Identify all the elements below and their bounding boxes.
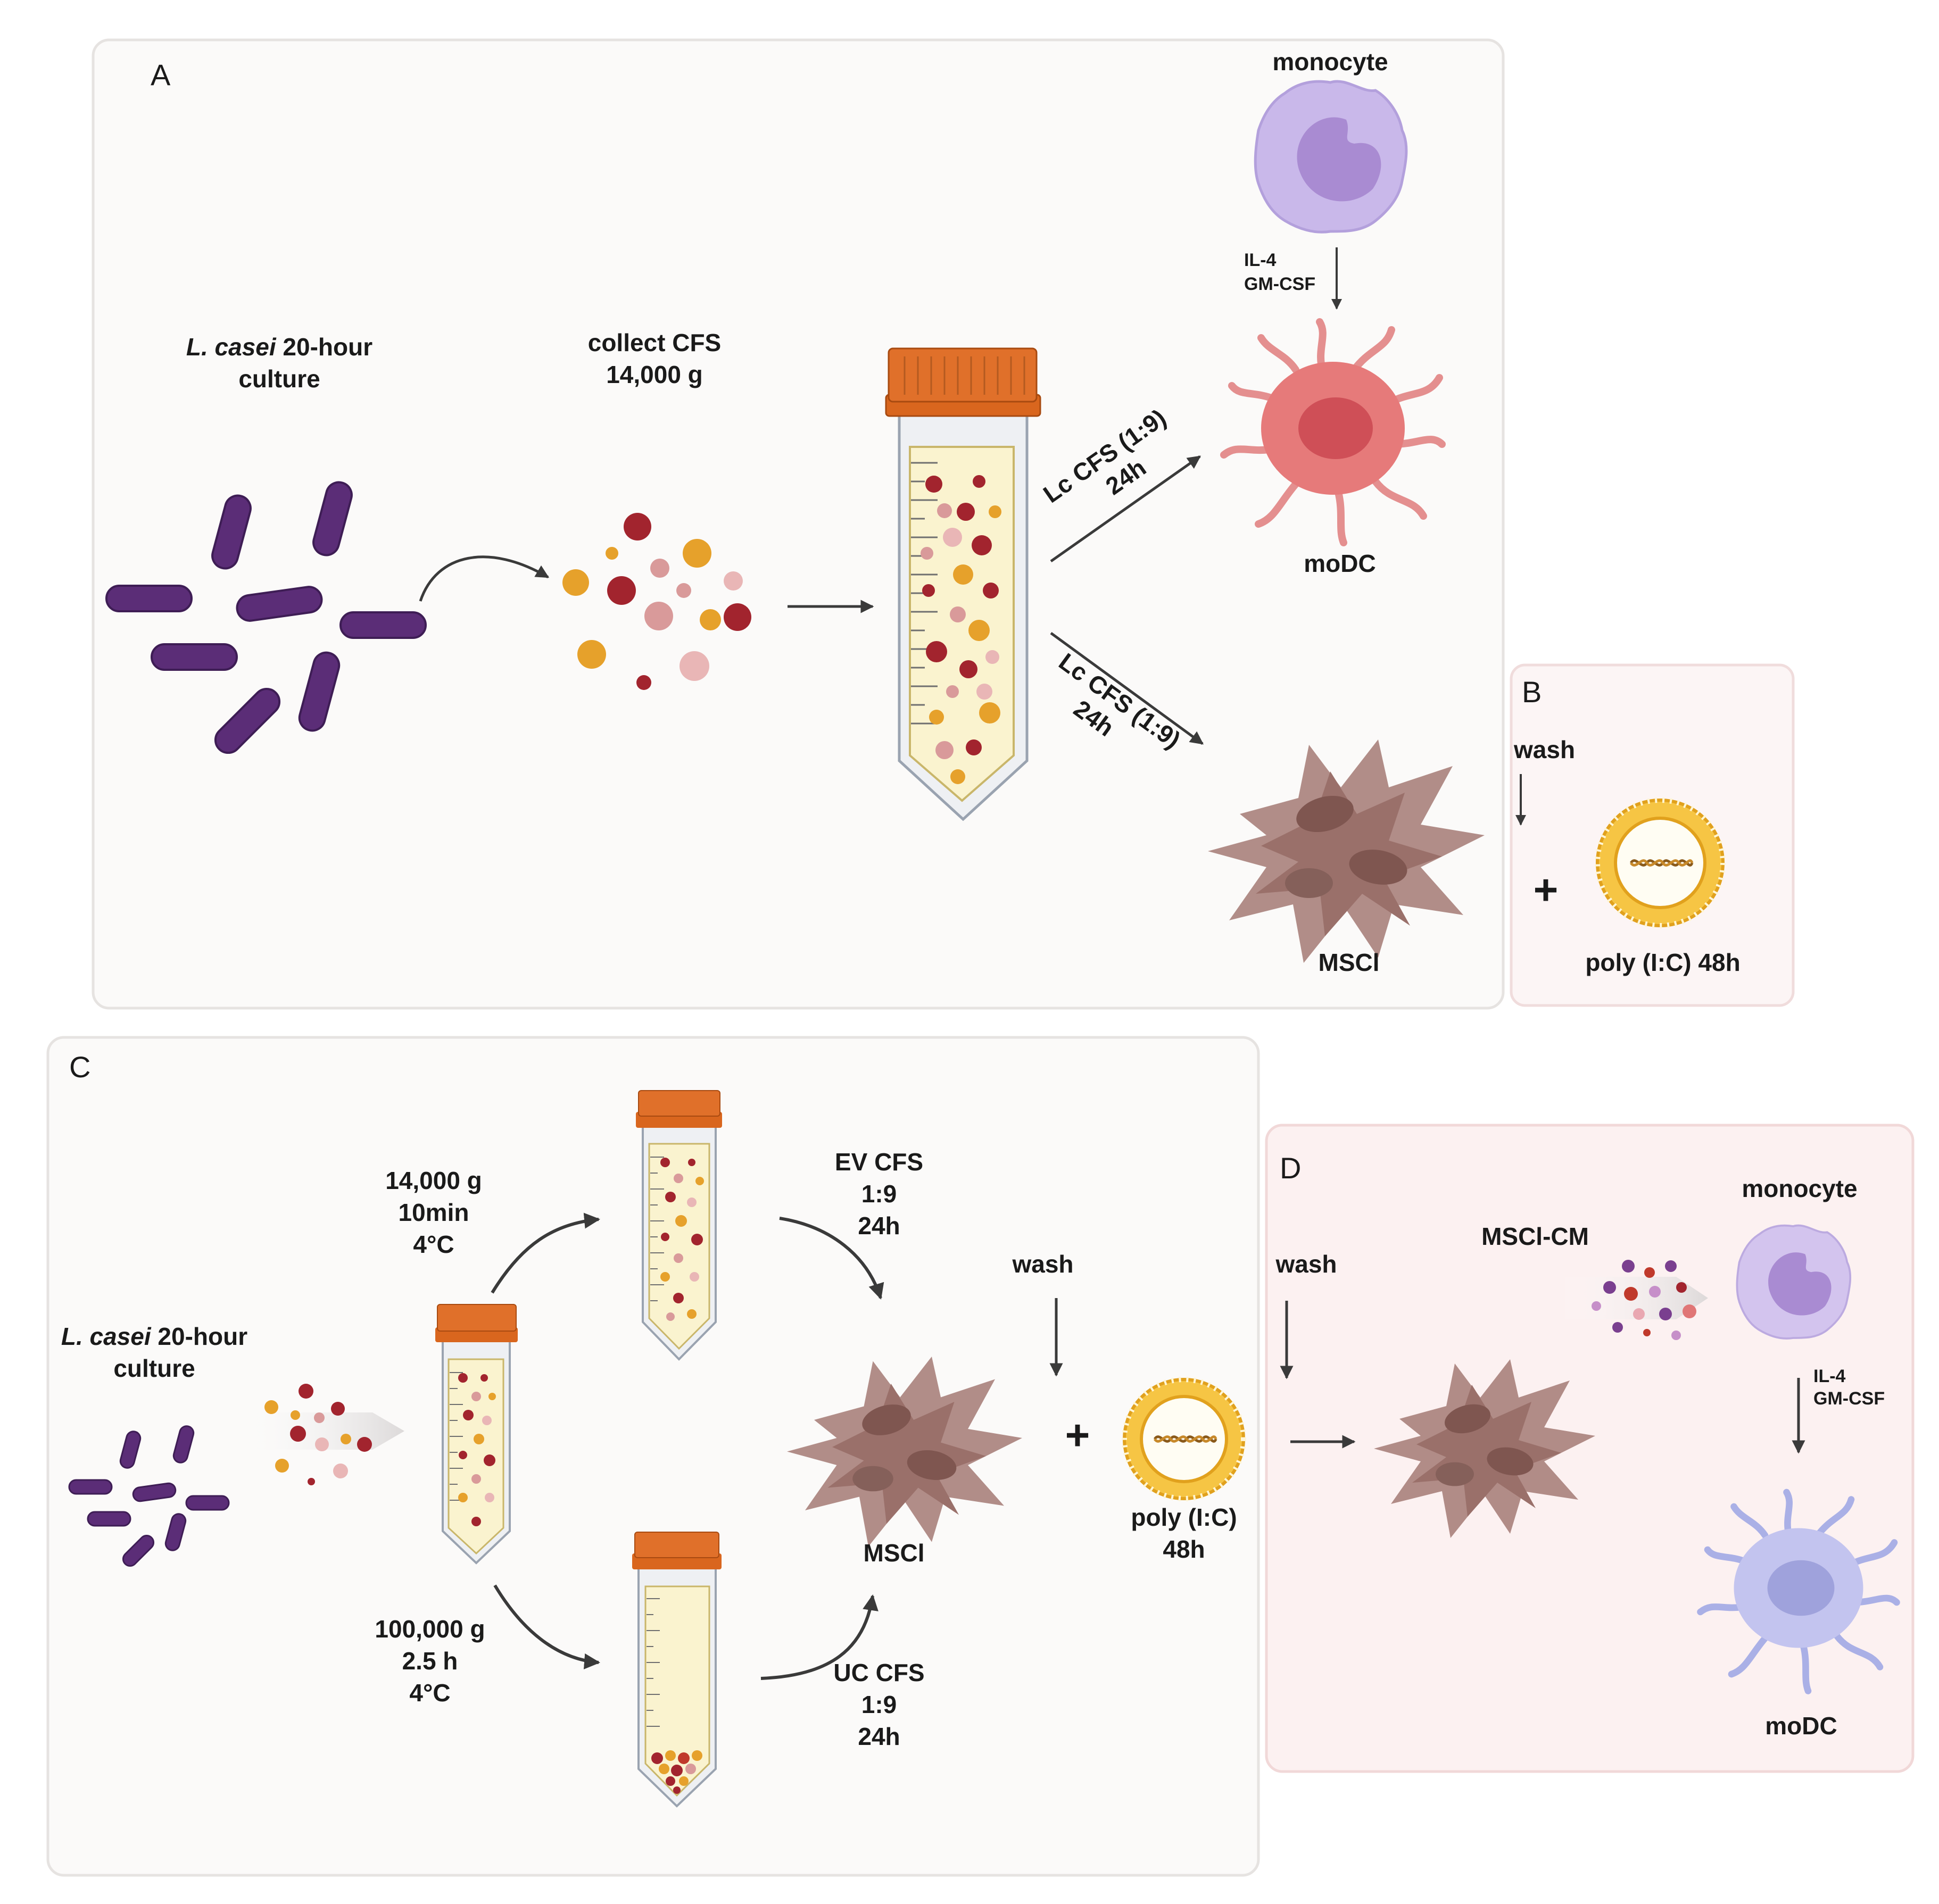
curved-arrow-icon (419, 555, 550, 602)
monocyte-icon-a (1254, 80, 1408, 234)
wash-label-b: wash (1513, 736, 1575, 763)
modc-icon-d (1697, 1489, 1900, 1694)
mscl-label-a: MSCl (1319, 949, 1380, 976)
bottom-spin-speed: 100,000 g (375, 1615, 485, 1643)
panel-d-frame (1265, 1124, 1915, 1773)
plus-sign-c: + (1065, 1411, 1090, 1459)
panel-c-frame (46, 1036, 1260, 1877)
monocyte-label-a: monocyte (1272, 48, 1388, 76)
wash-label-d: wash (1275, 1250, 1337, 1278)
centrifuge-tube-icon (885, 347, 1041, 821)
mscl-cm-label: MSCl-CM (1481, 1223, 1589, 1250)
modc-label-d: moDC (1765, 1712, 1837, 1740)
panel-c-letter: C (69, 1050, 90, 1084)
uc-cfs-time: 24h (858, 1723, 900, 1750)
bacteria-icon (105, 481, 427, 754)
uc-tube-icon (632, 1532, 722, 1808)
liposome-icon-b (1595, 797, 1726, 928)
panel-a-culture-label-2: culture (238, 365, 320, 393)
cytokine-il4-a: IL-4 (1244, 250, 1277, 270)
ev-cfs-time: 24h (858, 1212, 900, 1240)
cfs-beads-icon-c (264, 1384, 372, 1485)
arrow-to-uc-tube-icon (493, 1584, 600, 1669)
polyic-label-b: poly (I:C) 48h (1585, 949, 1740, 976)
collect-cfs-label: collect CFS (588, 329, 722, 356)
liposome-icon-c (1122, 1377, 1246, 1501)
panel-c-culture-label: L. casei 20-hour (61, 1323, 247, 1350)
top-spin-temp: 4°C (413, 1230, 454, 1258)
polyic-time-c: 48h (1163, 1535, 1205, 1563)
panel-b-letter: B (1522, 675, 1542, 709)
top-spin-speed: 14,000 g (385, 1167, 482, 1194)
mscl-icon-d (1374, 1359, 1595, 1538)
panel-c-culture-label-2: culture (113, 1354, 195, 1382)
panel-a-culture-label: L. casei 20-hour (186, 333, 372, 361)
bottom-spin-temp: 4°C (409, 1679, 450, 1707)
cfs-beads-icon (562, 513, 751, 690)
arrow-to-modc-icon (1050, 455, 1201, 563)
plus-sign-b: + (1534, 866, 1559, 913)
mscl-label-c: MSCl (864, 1539, 925, 1567)
bottom-spin-time: 2.5 h (402, 1647, 458, 1675)
uc-cfs-label: UC CFS (833, 1659, 924, 1686)
arrow-uc-to-mscl-icon (760, 1594, 879, 1680)
modc-icon-a (1220, 318, 1446, 546)
wash-label-c: wash (1012, 1250, 1073, 1278)
monocyte-icon-d (1736, 1224, 1851, 1340)
panel-a-frame (92, 38, 1505, 1010)
arrow-ev-to-mscl-icon (779, 1217, 884, 1300)
ev-tube-icon (636, 1090, 722, 1361)
cytokine-gmcsf-d: GM-CSF (1813, 1388, 1885, 1409)
ev-cfs-label: EV CFS (835, 1148, 923, 1176)
uc-cfs-ratio: 1:9 (861, 1691, 897, 1718)
mscl-icon-a (1208, 739, 1485, 963)
bacteria-icon-c (68, 1425, 230, 1567)
arrow-to-ev-tube-icon (491, 1212, 600, 1294)
panel-a-letter: A (151, 58, 171, 92)
cytokine-gmcsf-a: GM-CSF (1244, 274, 1315, 294)
collect-cfs-speed: 14,000 g (606, 361, 703, 388)
panel-d-letter: D (1280, 1151, 1301, 1185)
modc-label-a: moDC (1304, 550, 1375, 577)
cytokine-beads-icon-d (1592, 1260, 1696, 1340)
top-spin-time: 10min (399, 1199, 469, 1226)
cytokine-il4-d: IL-4 (1813, 1366, 1846, 1386)
polyic-label-c: poly (I:C) (1131, 1503, 1237, 1531)
mscl-icon-c (787, 1357, 1022, 1547)
ev-cfs-ratio: 1:9 (861, 1180, 897, 1208)
centrifuge-tube-icon-c-mid (435, 1304, 518, 1565)
monocyte-label-d: monocyte (1742, 1175, 1857, 1202)
arrow-to-mscl-icon (1050, 631, 1204, 745)
